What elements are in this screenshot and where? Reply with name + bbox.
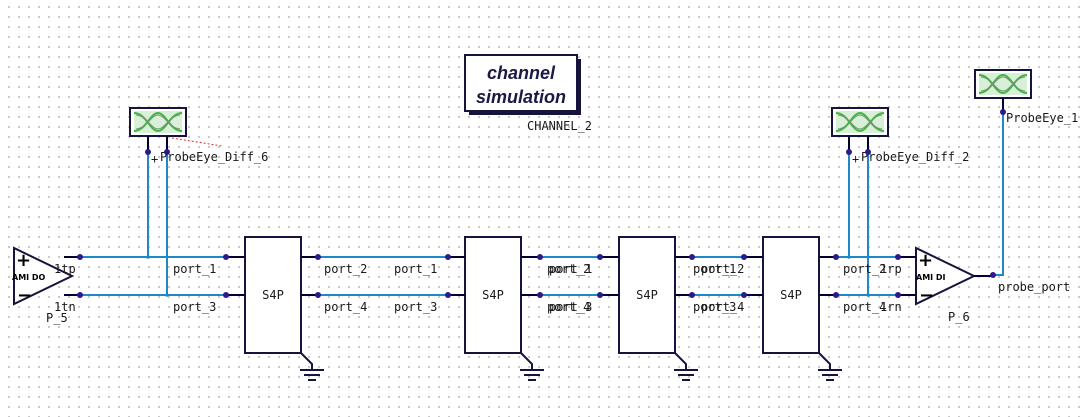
amplifier-triangle-icon bbox=[13, 246, 75, 306]
controller-name: CHANNEL_2 bbox=[527, 119, 592, 133]
eye-diagram-icon bbox=[974, 69, 1032, 99]
probe-plus: + bbox=[852, 152, 859, 166]
s4p-type-label: S4P bbox=[262, 288, 284, 302]
eye-diagram-icon bbox=[129, 107, 187, 137]
rx-plus: + bbox=[918, 250, 933, 271]
ground-icon bbox=[674, 369, 698, 381]
s4p-type-label: S4P bbox=[636, 288, 658, 302]
probe-eye-diff-6[interactable]: + ProbeEye_Diff_6 bbox=[129, 107, 268, 166]
port-label: port_2 bbox=[843, 262, 886, 276]
rx-label: AMI DI bbox=[916, 273, 946, 282]
amplifier-triangle-icon bbox=[915, 246, 977, 306]
ground-icon bbox=[818, 369, 842, 381]
s4p-block-2[interactable]: S4P port_1 port_3 port_2 port_4 bbox=[394, 236, 590, 381]
port-label: port_3 bbox=[394, 300, 437, 314]
port-label: port_4 bbox=[547, 300, 590, 314]
probe-eye-diff-2[interactable]: + ProbeEye_Diff_2 bbox=[831, 107, 969, 166]
ground-icon bbox=[300, 369, 324, 381]
port-label: port_1 bbox=[549, 262, 592, 276]
port-label: port_4 bbox=[701, 300, 744, 314]
port-label: port_1 bbox=[394, 262, 437, 276]
tx-name: P_5 bbox=[46, 311, 68, 325]
rx-pin-n: 1rn bbox=[880, 300, 902, 314]
controller-title-line2: simulation bbox=[476, 87, 566, 107]
rx-pin-p: 1rp bbox=[880, 262, 902, 276]
ground-icon bbox=[520, 369, 544, 381]
tx-source-p5[interactable]: + − AMI DO 1tp 1tn P_5 bbox=[12, 246, 80, 325]
s4p-block-3[interactable]: S4P port_1 port_3 port_1 port_2 port_3 p… bbox=[549, 236, 744, 381]
port-label: port_3 bbox=[549, 300, 592, 314]
port-label: port_3 bbox=[173, 300, 216, 314]
port-label: port_1 bbox=[693, 262, 736, 276]
rx-name: P_6 bbox=[948, 310, 970, 324]
tx-plus: + bbox=[16, 250, 31, 271]
rx-probe-port: probe_port bbox=[998, 280, 1070, 294]
node-dots bbox=[77, 109, 1006, 298]
eye-diagram-icon bbox=[831, 107, 889, 137]
s4p-block-1[interactable]: S4P port_1 port_3 port_2 port_4 bbox=[173, 236, 367, 381]
wires bbox=[80, 112, 1004, 296]
probe-eye-1[interactable]: ProbeEye_1 bbox=[974, 69, 1078, 125]
port-label: port_2 bbox=[324, 262, 367, 276]
rx-minus: − bbox=[919, 285, 934, 306]
probe-name: ProbeEye_1 bbox=[1006, 111, 1078, 125]
channel-simulation-controller[interactable]: channel simulation CHANNEL_2 bbox=[464, 54, 592, 133]
controller-title-line1: channel bbox=[487, 63, 556, 83]
tx-minus: − bbox=[17, 285, 32, 306]
wire-probe1[interactable] bbox=[993, 112, 1004, 276]
tx-pin-p: 1tp bbox=[54, 262, 76, 276]
probe-name: ProbeEye_Diff_2 bbox=[861, 150, 969, 164]
port-label: port_2 bbox=[701, 262, 744, 276]
rx-sink-p6[interactable]: + − AMI DI 1rp 1rn P_6 probe_port bbox=[880, 246, 1070, 324]
tx-label: AMI DO bbox=[12, 273, 46, 282]
probe-plus: + bbox=[151, 152, 158, 166]
port-label: port_1 bbox=[173, 262, 216, 276]
port-label: port_4 bbox=[843, 300, 886, 314]
s4p-type-label: S4P bbox=[780, 288, 802, 302]
tx-pin-n: 1tn bbox=[54, 300, 76, 314]
port-label: port_3 bbox=[693, 300, 736, 314]
port-label: port_4 bbox=[324, 300, 367, 314]
s4p-block-4[interactable]: S4P port_2 port_4 bbox=[744, 236, 886, 381]
probe-name: ProbeEye_Diff_6 bbox=[160, 150, 268, 164]
s4p-type-label: S4P bbox=[482, 288, 504, 302]
port-label: port_2 bbox=[547, 262, 590, 276]
